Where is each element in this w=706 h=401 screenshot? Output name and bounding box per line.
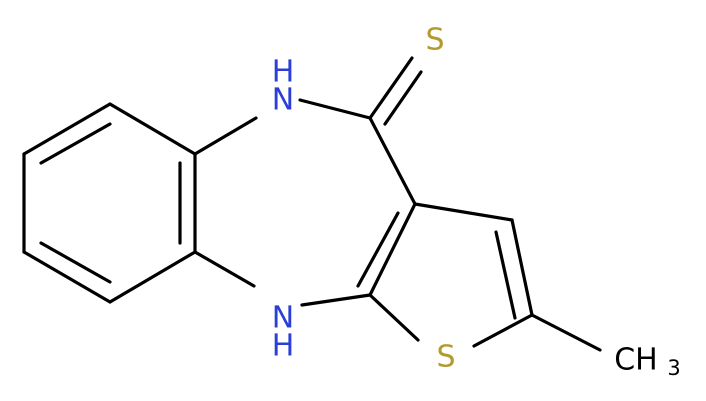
nh-bottom-h-label: H	[272, 329, 295, 364]
methyl-subscript-label: 3	[667, 356, 680, 380]
methyl-ch-label: CH	[614, 343, 658, 378]
diazepine-ring	[193, 56, 423, 307]
nh-bottom-n-label: N	[272, 301, 294, 336]
double-bond-inner	[356, 211, 400, 288]
benzene-ring	[22, 102, 197, 304]
thiophene-ring	[356, 202, 602, 352]
double-bond-inner	[39, 122, 112, 165]
bond	[108, 250, 197, 304]
thione-bond	[383, 70, 423, 126]
double-bond-inner	[494, 230, 517, 320]
bond	[193, 250, 256, 288]
bond	[472, 313, 534, 348]
bond	[300, 293, 372, 307]
thione-sulfur-label: S	[425, 23, 444, 58]
bond	[413, 202, 514, 222]
bond	[22, 102, 112, 156]
bond	[193, 116, 258, 156]
ring-sulfur-label: S	[436, 340, 455, 375]
bond	[368, 202, 417, 297]
nh-top-h-label: H	[272, 55, 295, 90]
bond	[298, 98, 372, 120]
methyl-bond	[530, 313, 602, 352]
bond	[108, 102, 197, 156]
double-bond-inner	[39, 241, 112, 284]
bond	[510, 218, 534, 317]
bond	[368, 116, 417, 206]
bond	[22, 250, 112, 304]
nh-top-n-label: N	[272, 83, 294, 118]
thione-bond	[368, 56, 414, 120]
bond	[368, 293, 420, 342]
